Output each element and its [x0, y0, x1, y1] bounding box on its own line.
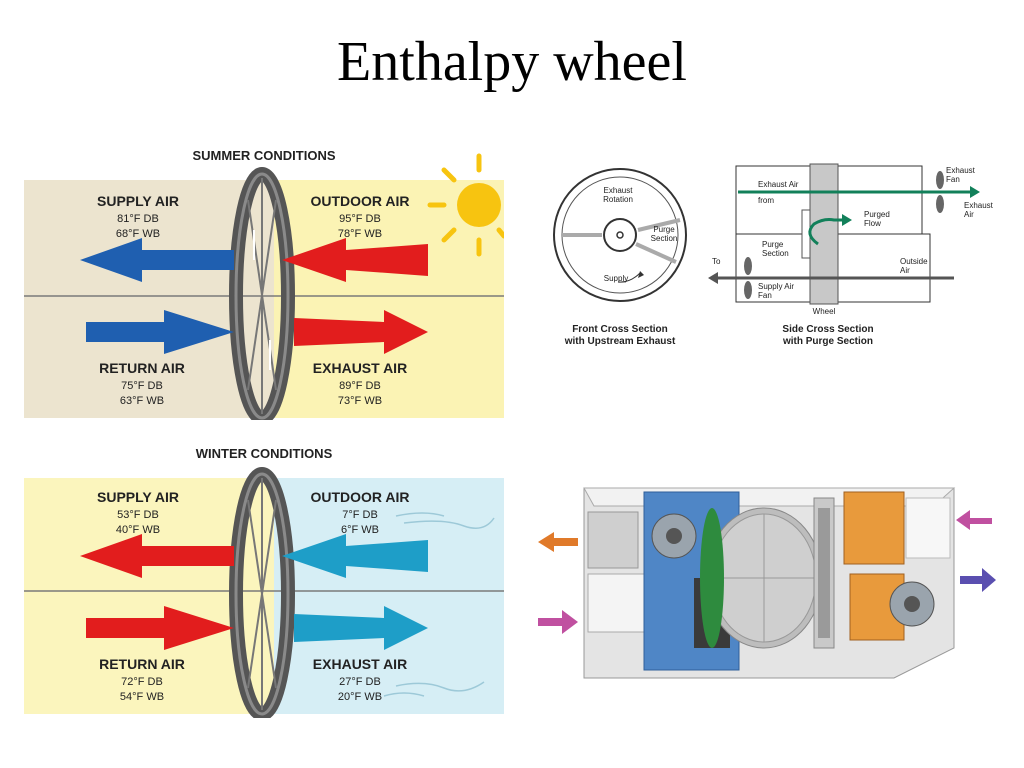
- air-handling-unit-illustration: [538, 487, 996, 679]
- exhaust-air-label: EXHAUST AIR: [313, 656, 407, 672]
- supply-fan-icon: [744, 257, 752, 299]
- supply-fan-label-2: Fan: [758, 291, 772, 300]
- winter-conditions-panel: WINTER CONDITIONS SUPPLY AIR 53°F DB 40°…: [24, 438, 504, 721]
- outdoor-air-arrow: [282, 534, 428, 578]
- wheel-section: [809, 163, 839, 305]
- exhaust-air-wb: 73°F WB: [338, 395, 382, 407]
- supply-rotation-label: Supply: [604, 274, 628, 283]
- enthalpy-wheel-icon: [229, 467, 295, 721]
- outdoor-air-db: 95°F DB: [339, 213, 381, 225]
- summer-diagram: SUMMER CONDITIONS SUPPLY AIR 81°F DB 68°…: [24, 148, 507, 425]
- cross-section-diagrams: Exhaust Rotation Purge Section Supply Fr…: [553, 163, 994, 347]
- supply-air-label: SUPPLY AIR: [97, 193, 179, 209]
- purge-section-label-1: Purge: [762, 240, 784, 249]
- sun-icon: [427, 153, 507, 257]
- slide-title: Enthalpy wheel: [337, 31, 687, 93]
- exhaust-air-label: EXHAUST AIR: [313, 360, 407, 376]
- exhaust-rotation-label-1: Exhaust: [604, 186, 634, 195]
- purge-label-1: Purge: [653, 225, 675, 234]
- supply-air-label: SUPPLY AIR: [97, 489, 179, 505]
- outdoor-air-label: OUTDOOR AIR: [310, 489, 409, 505]
- front-caption-1: Front Cross Section: [572, 324, 668, 335]
- exhaust-fan-icon: [936, 171, 944, 213]
- exhaust-air-from-label: Exhaust Air: [758, 180, 799, 189]
- return-air-wb: 54°F WB: [120, 691, 164, 703]
- outdoor-air-arrow: [282, 238, 428, 282]
- exhaust-air-db: 89°F DB: [339, 380, 381, 392]
- supply-air-db: 53°F DB: [117, 509, 159, 521]
- side-caption-1: Side Cross Section: [782, 324, 873, 335]
- purged-flow-label-2: Flow: [864, 219, 881, 228]
- supply-out-arrow: [960, 568, 996, 592]
- outdoor-air-wb: 6°F WB: [341, 524, 379, 536]
- enthalpy-wheel-icon: [229, 167, 295, 425]
- exhaust-air-wb: 20°F WB: [338, 691, 382, 703]
- outdoor-air-db: 7°F DB: [342, 509, 378, 521]
- winter-diagram: WINTER CONDITIONS SUPPLY AIR 53°F DB 40°…: [24, 446, 504, 721]
- outdoor-air-wb: 78°F WB: [338, 228, 382, 240]
- supply-air-arrow: [80, 238, 234, 282]
- front-cross-section: Exhaust Rotation Purge Section Supply Fr…: [553, 168, 687, 347]
- exhaust-air-arrow: [294, 310, 428, 354]
- supply-fan-label-1: Supply Air: [758, 282, 794, 291]
- purge-section-label-2: Section: [762, 249, 789, 258]
- winter-heading: WINTER CONDITIONS: [196, 446, 333, 461]
- summer-heading: SUMMER CONDITIONS: [193, 148, 336, 163]
- summer-conditions-panel: SUMMER CONDITIONS SUPPLY AIR 81°F DB 68°…: [24, 140, 507, 425]
- supply-air-wb: 40°F WB: [116, 524, 160, 536]
- return-air-db: 72°F DB: [121, 676, 163, 688]
- purge-label-2: Section: [651, 234, 678, 243]
- return-air-db: 75°F DB: [121, 380, 163, 392]
- supply-air-db: 81°F DB: [117, 213, 159, 225]
- outdoor-air-label: OUTDOOR AIR: [310, 193, 409, 209]
- from-label: from: [758, 196, 774, 205]
- exhaust-air-out-label-2: Air: [964, 210, 974, 219]
- return-air-label: RETURN AIR: [99, 360, 185, 376]
- cold-wind-icon: [383, 512, 495, 697]
- outdoor-in-arrow: [956, 510, 992, 530]
- front-caption-2: with Upstream Exhaust: [564, 336, 676, 347]
- return-air-arrow: [86, 310, 234, 354]
- exhaust-rotation-label-2: Rotation: [603, 195, 633, 204]
- to-label: To: [712, 257, 721, 266]
- supply-air-wb: 68°F WB: [116, 228, 160, 240]
- return-air-wb: 63°F WB: [120, 395, 164, 407]
- outside-air-label-1: Outside: [900, 257, 928, 266]
- winter-outdoor-bg: [274, 478, 504, 714]
- exhaust-fan-label-2: Fan: [946, 175, 960, 184]
- exhaust-air-arrow: [294, 606, 428, 650]
- return-in-arrow: [538, 610, 578, 634]
- exhaust-out-arrow: [538, 532, 578, 552]
- return-air-arrow: [86, 606, 234, 650]
- exhaust-fan-label-1: Exhaust: [946, 166, 976, 175]
- side-caption-2: with Purge Section: [782, 336, 873, 347]
- wheel-label: Wheel: [813, 307, 836, 316]
- return-air-label: RETURN AIR: [99, 656, 185, 672]
- exhaust-air-db: 27°F DB: [339, 676, 381, 688]
- side-cross-section: Exhaust Air from Exhaust Fan Exhaust Air…: [708, 163, 994, 347]
- supply-air-arrow: [80, 534, 234, 578]
- outside-air-label-2: Air: [900, 266, 910, 275]
- exhaust-air-out-label-1: Exhaust: [964, 201, 994, 210]
- purged-flow-label-1: Purged: [864, 210, 890, 219]
